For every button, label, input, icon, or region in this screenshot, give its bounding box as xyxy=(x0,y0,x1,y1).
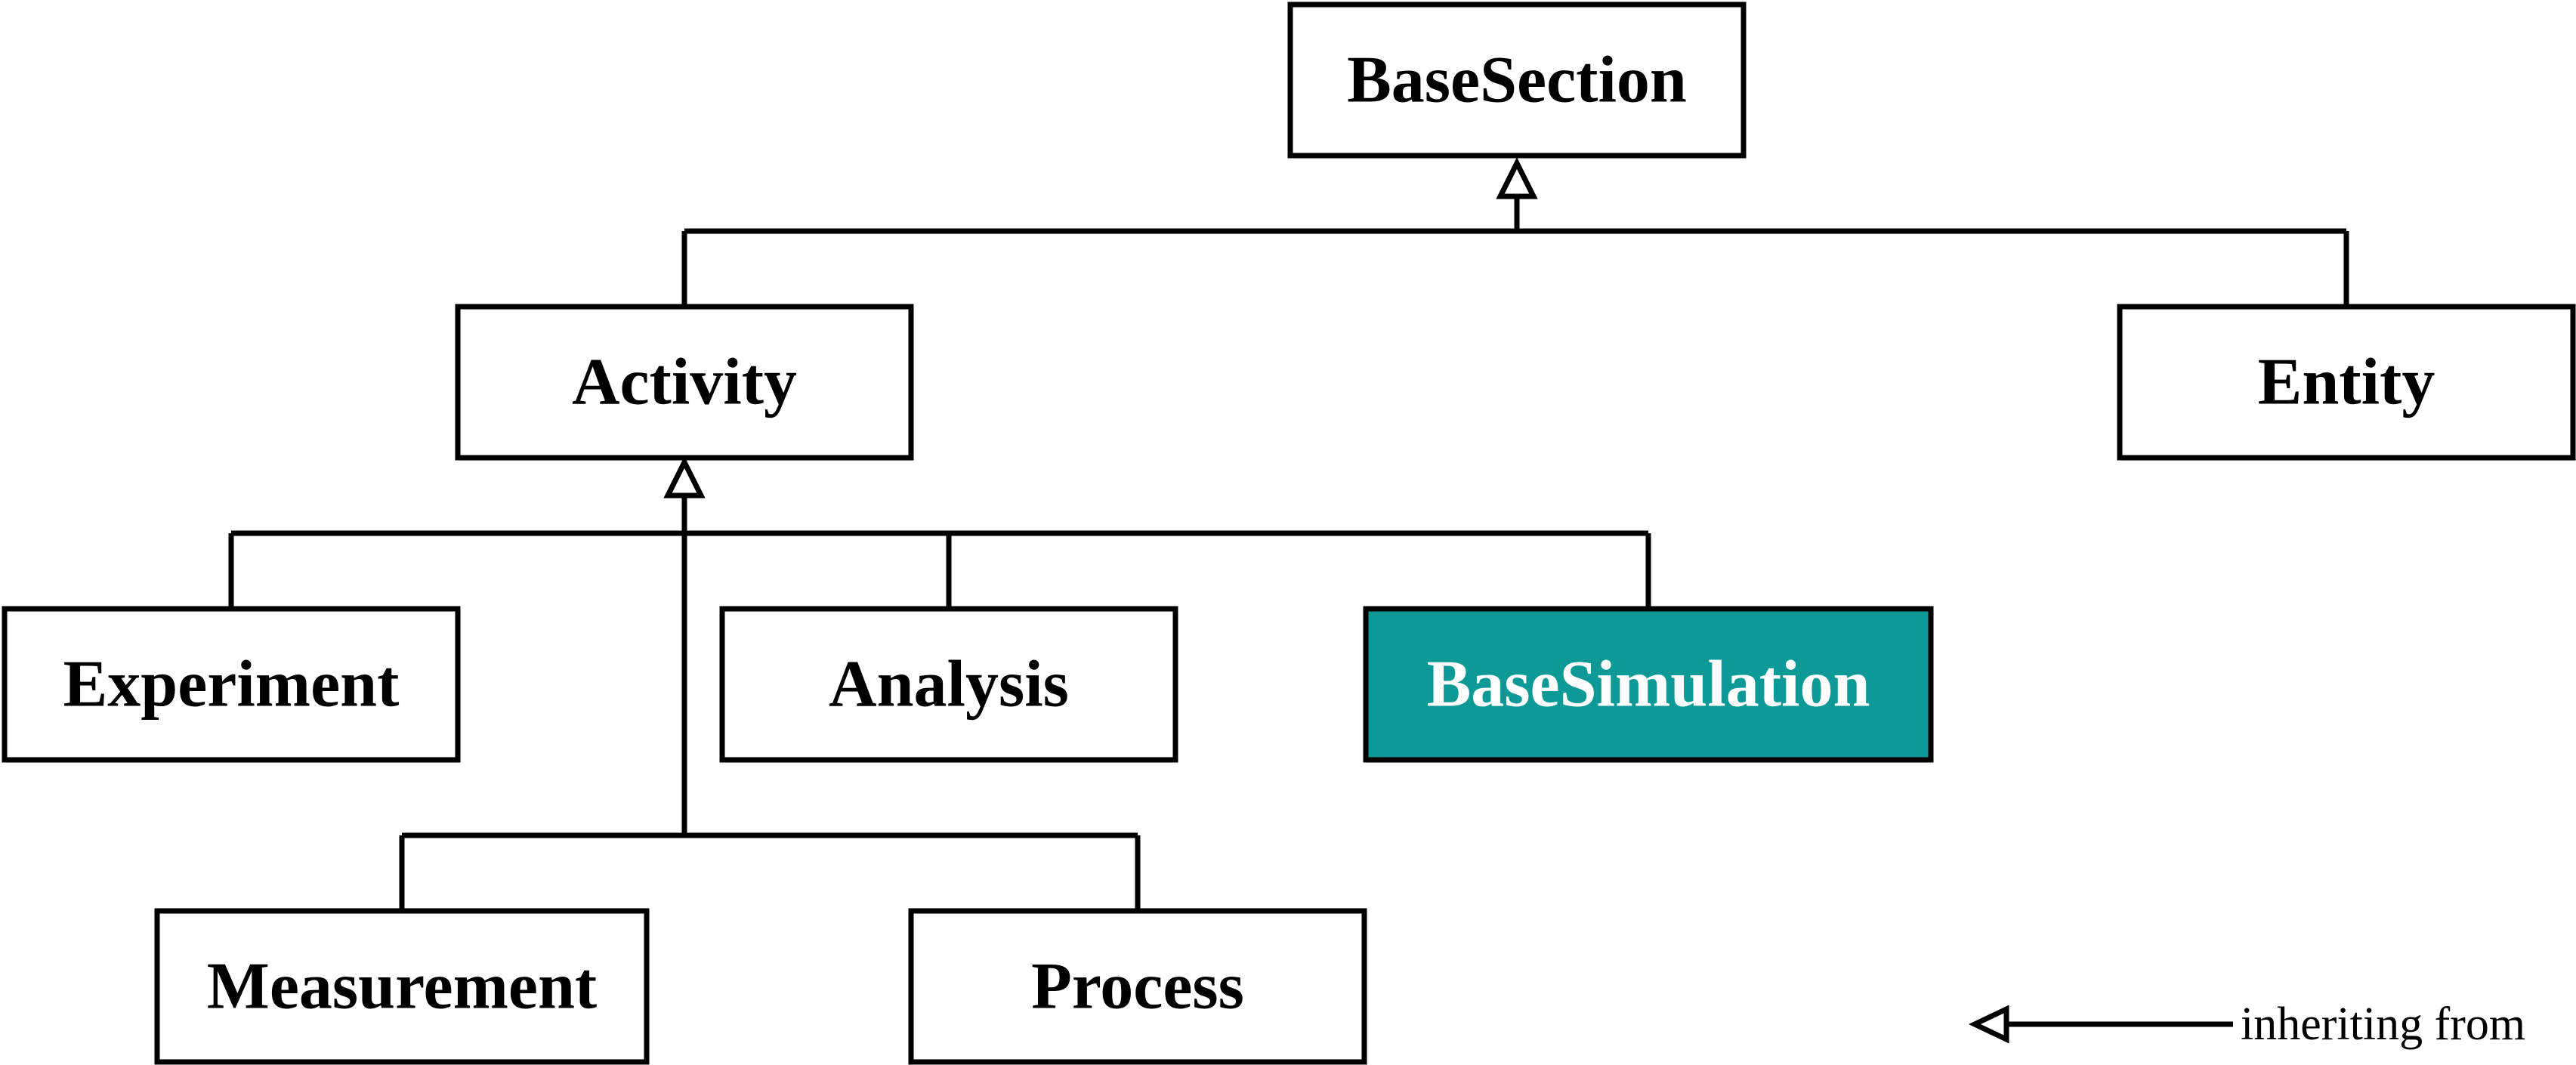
legend-arrowhead-icon xyxy=(1968,1005,2009,1044)
node-entity: Entity xyxy=(2117,304,2576,461)
legend-label: inheriting from xyxy=(2241,999,2525,1050)
basesection-arrowhead-icon xyxy=(1496,157,1538,199)
node-experiment-label: Experiment xyxy=(63,648,400,721)
node-process-box xyxy=(908,908,1367,1065)
node-measurement-box xyxy=(154,908,650,1065)
node-basesimulation-label: BaseSimulation xyxy=(1427,648,1870,721)
node-process-label: Process xyxy=(1031,950,1244,1023)
node-entity-label: Entity xyxy=(2258,346,2435,419)
node-basesection: BaseSection xyxy=(1287,2,1747,159)
node-process: Process xyxy=(908,908,1367,1065)
legend: inheriting from xyxy=(1968,999,2525,1050)
node-analysis: Analysis xyxy=(719,606,1178,763)
node-activity: Activity xyxy=(455,304,914,461)
node-entity-box xyxy=(2117,304,2576,461)
node-analysis-label: Analysis xyxy=(829,648,1069,721)
activity-arrowhead-icon xyxy=(663,456,706,499)
node-basesimulation-box xyxy=(1363,606,1934,763)
node-activity-box xyxy=(455,304,914,461)
node-activity-label: Activity xyxy=(572,346,797,419)
node-basesection-box xyxy=(1287,2,1747,159)
node-analysis-box xyxy=(719,606,1178,763)
node-measurement-label: Measurement xyxy=(207,950,597,1023)
node-experiment: Experiment xyxy=(2,606,461,763)
node-basesection-label: BaseSection xyxy=(1347,44,1687,117)
node-experiment-box xyxy=(2,606,461,763)
connectors xyxy=(228,183,2349,911)
node-measurement: Measurement xyxy=(154,908,650,1065)
node-basesimulation: BaseSimulation xyxy=(1363,606,1934,763)
